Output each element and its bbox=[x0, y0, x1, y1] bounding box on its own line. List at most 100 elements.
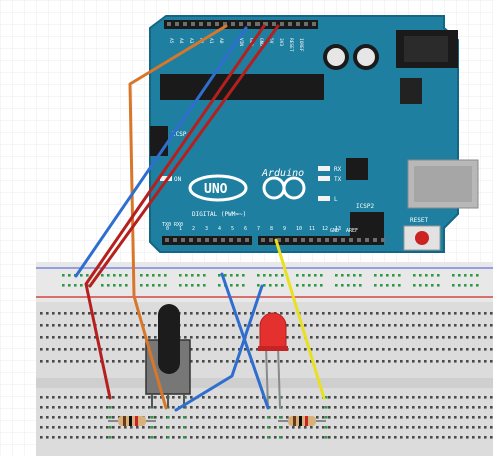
breadboard-hole bbox=[232, 360, 235, 363]
header-pin bbox=[207, 22, 211, 26]
breadboard-hole bbox=[412, 416, 415, 419]
breadboard-hole bbox=[364, 426, 367, 429]
breadboard-hole bbox=[400, 416, 403, 419]
breadboard-hole bbox=[242, 284, 245, 287]
breadboard-hole bbox=[430, 426, 433, 429]
breadboard-hole bbox=[341, 284, 344, 287]
breadboard-hole bbox=[310, 406, 313, 409]
breadboard-hole bbox=[346, 406, 349, 409]
header-pin bbox=[181, 238, 185, 242]
breadboard-hole bbox=[130, 406, 133, 409]
breadboard-hole bbox=[472, 406, 475, 409]
breadboard-hole bbox=[425, 284, 428, 287]
breadboard-hole-active bbox=[183, 436, 186, 439]
breadboard-hole bbox=[154, 426, 157, 429]
breadboard-hole bbox=[58, 312, 61, 315]
breadboard-hole bbox=[406, 348, 409, 351]
breadboard-hole bbox=[46, 336, 49, 339]
breadboard-hole bbox=[106, 324, 109, 327]
breadboard-hole bbox=[46, 324, 49, 327]
breadboard-hole bbox=[76, 426, 79, 429]
breadboard-hole bbox=[86, 274, 89, 277]
breadboard-hole bbox=[472, 348, 475, 351]
breadboard-hole bbox=[334, 426, 337, 429]
breadboard-hole bbox=[202, 360, 205, 363]
header-pin bbox=[373, 238, 377, 242]
breadboard-hole bbox=[238, 348, 241, 351]
breadboard-hole bbox=[484, 406, 487, 409]
breadboard-hole bbox=[76, 406, 79, 409]
breadboard-hole bbox=[190, 360, 193, 363]
breadboard-hole bbox=[76, 312, 79, 315]
breadboard-hole bbox=[112, 426, 115, 429]
power-jack-inner bbox=[404, 36, 448, 62]
breadboard-hole bbox=[40, 324, 43, 327]
breadboard-hole bbox=[466, 336, 469, 339]
breadboard-hole bbox=[46, 436, 49, 439]
breadboard-hole bbox=[214, 416, 217, 419]
breadboard-hole bbox=[262, 426, 265, 429]
tx0-label: TX0 bbox=[162, 222, 171, 228]
breadboard-hole bbox=[370, 360, 373, 363]
breadboard-hole bbox=[364, 312, 367, 315]
breadboard-hole bbox=[490, 426, 493, 429]
breadboard-hole bbox=[334, 360, 337, 363]
breadboard-hole bbox=[430, 312, 433, 315]
breadboard-hole bbox=[136, 396, 139, 399]
header-pins bbox=[165, 22, 385, 242]
breadboard-hole bbox=[310, 426, 313, 429]
breadboard-hole bbox=[100, 336, 103, 339]
breadboard-hole bbox=[460, 336, 463, 339]
breadboard-hole bbox=[226, 324, 229, 327]
breadboard-hole bbox=[88, 416, 91, 419]
breadboard-hole bbox=[380, 284, 383, 287]
breadboard-hole bbox=[184, 336, 187, 339]
breadboard-hole bbox=[466, 426, 469, 429]
breadboard-hole bbox=[274, 426, 277, 429]
breadboard-hole bbox=[464, 284, 467, 287]
breadboard-hole bbox=[214, 436, 217, 439]
breadboard-hole bbox=[148, 312, 151, 315]
breadboard-hole bbox=[478, 336, 481, 339]
breadboard-hole bbox=[236, 274, 239, 277]
breadboard-hole bbox=[148, 406, 151, 409]
breadboard-hole bbox=[100, 416, 103, 419]
header-pin bbox=[247, 22, 251, 26]
breadboard-hole bbox=[46, 348, 49, 351]
breadboard-hole bbox=[269, 274, 272, 277]
breadboard-hole bbox=[146, 284, 149, 287]
breadboard-hole bbox=[250, 348, 253, 351]
breadboard-hole bbox=[466, 416, 469, 419]
breadboard-hole bbox=[466, 406, 469, 409]
breadboard-hole bbox=[316, 436, 319, 439]
breadboard-hole bbox=[442, 312, 445, 315]
breadboard-hole bbox=[442, 406, 445, 409]
breadboard-hole bbox=[353, 284, 356, 287]
breadboard-hole bbox=[454, 324, 457, 327]
breadboard-hole bbox=[382, 336, 385, 339]
breadboard-hole bbox=[185, 274, 188, 277]
breadboard-hole bbox=[418, 396, 421, 399]
breadboard-hole bbox=[334, 416, 337, 419]
header-pin bbox=[173, 238, 177, 242]
breadboard-hole bbox=[107, 284, 110, 287]
breadboard-hole bbox=[244, 416, 247, 419]
breadboard-hole bbox=[334, 348, 337, 351]
breadboard-hole bbox=[340, 396, 343, 399]
breadboard-hole bbox=[460, 416, 463, 419]
breadboard-hole bbox=[358, 416, 361, 419]
breadboard-hole bbox=[238, 336, 241, 339]
breadboard-hole bbox=[214, 336, 217, 339]
header-pin bbox=[231, 22, 235, 26]
breadboard-hole bbox=[352, 416, 355, 419]
breadboard-hole bbox=[106, 348, 109, 351]
header-pin bbox=[223, 22, 227, 26]
breadboard-hole bbox=[406, 406, 409, 409]
breadboard-hole bbox=[346, 436, 349, 439]
breadboard-hole bbox=[220, 396, 223, 399]
wire-blue-2 bbox=[174, 284, 264, 412]
breadboard-hole bbox=[292, 396, 295, 399]
breadboard-hole bbox=[136, 426, 139, 429]
breadboard-hole bbox=[82, 312, 85, 315]
breadboard-hole bbox=[220, 436, 223, 439]
